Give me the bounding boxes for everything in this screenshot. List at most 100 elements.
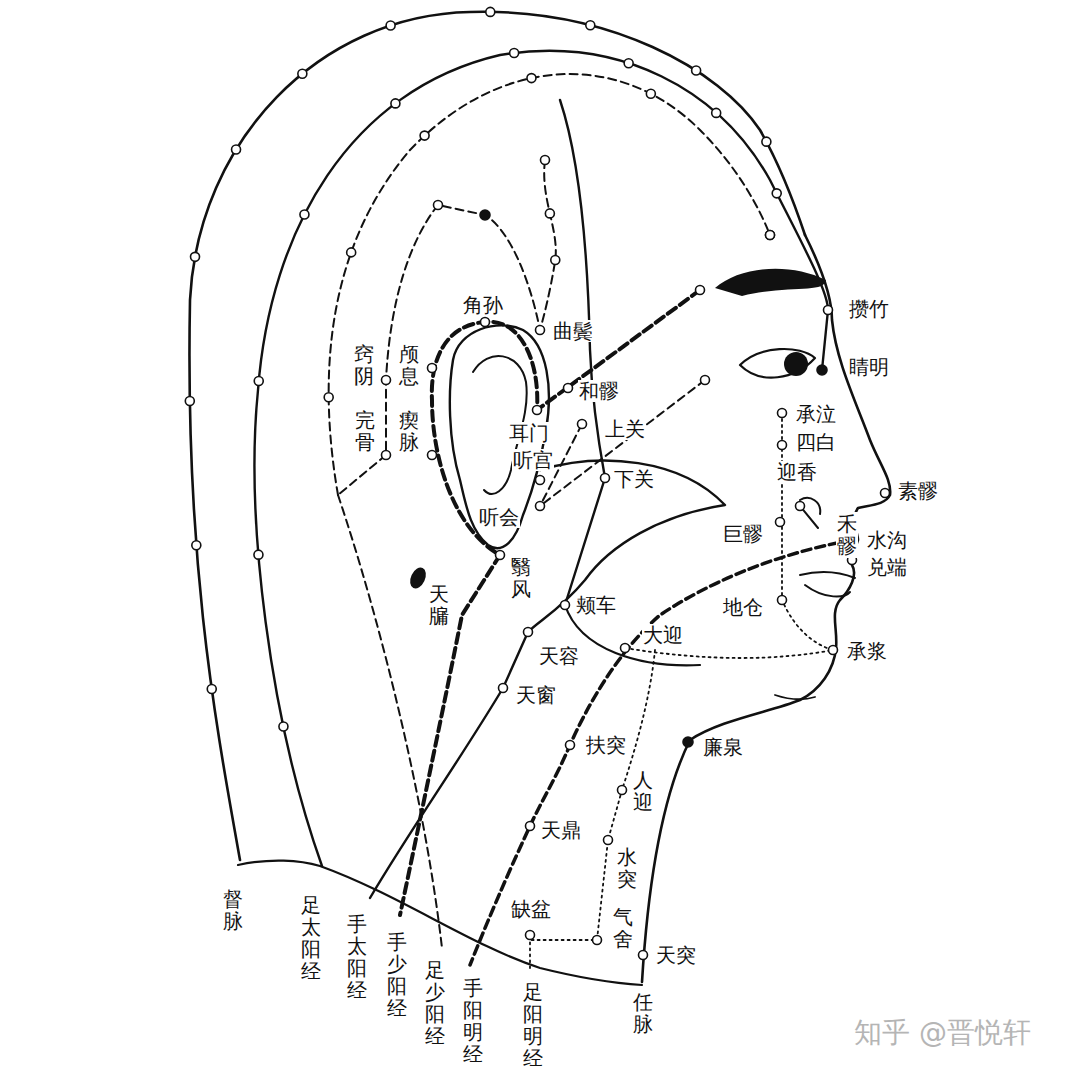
acupoint-label: 曲鬓 <box>552 320 594 342</box>
acupoint-dot <box>646 89 655 98</box>
acupoint-dot <box>536 502 545 511</box>
acupoint-label: 人迎 <box>632 768 654 814</box>
acupoint-dot <box>762 137 771 146</box>
meridian-name: 手阳明经 <box>462 976 484 1066</box>
acupoint-label-holder: 天容 <box>538 645 580 667</box>
acupoint-dot <box>382 376 391 385</box>
acupoint-label-holder: 曲鬓 <box>552 320 594 342</box>
acupoint-dot <box>817 365 827 375</box>
acupoint-label: 翳风 <box>510 555 532 601</box>
acupoint-dot <box>578 420 587 429</box>
acupoint-label-holder: 翳风 <box>510 555 532 601</box>
acupoint-dot <box>185 397 194 406</box>
acupoint-label: 迎香 <box>776 461 818 483</box>
acupoint-label: 天容 <box>538 645 580 667</box>
eye-outline <box>740 349 815 378</box>
meridian-name: 督脉 <box>222 887 244 933</box>
acupoint-dot <box>526 931 535 940</box>
acupoint-label-holder: 窍阴 <box>353 342 375 388</box>
acupoint-label: 四白 <box>795 431 837 453</box>
acupoint-dot <box>593 936 602 945</box>
acupoint-label-holder: 兑端 <box>866 556 908 578</box>
meridian-name-holder: 手阳明经 <box>462 976 484 1066</box>
meridian-name-holder: 足阳明经 <box>522 980 544 1070</box>
acupoint-label-holder: 听宫 <box>512 449 554 471</box>
meridian-name: 足太阳经 <box>300 893 322 983</box>
foot-shaoyang-line <box>329 74 770 495</box>
acupoint-dot <box>829 646 838 655</box>
acupoint-dot <box>536 326 545 335</box>
acupoint-label-holder: 攒竹 <box>848 298 890 320</box>
foot-yangming-line <box>560 100 605 605</box>
meridian-name-holder: 足少阳经 <box>424 958 446 1048</box>
acupoint-label-holder: 颅息 <box>398 342 420 388</box>
watermark-holder: 知乎 @晋悦轩 <box>853 1018 1032 1049</box>
acupoint-label: 耳门 <box>508 422 550 444</box>
acupoint-dot <box>533 406 542 415</box>
watermark: 知乎 @晋悦轩 <box>853 1018 1032 1049</box>
face-profile <box>642 235 890 982</box>
acupoint-label: 天牖 <box>428 582 450 628</box>
acupoint-dot <box>420 131 429 140</box>
acupoint-dot <box>881 489 890 498</box>
foot-shaoyang-line <box>338 160 556 495</box>
acupoint-dot <box>428 451 437 460</box>
acupoint-label-holder: 大迎 <box>642 624 684 646</box>
acupoint-label-holder: 天牖 <box>428 582 450 628</box>
acupoint-label-holder: 迎香 <box>776 461 818 483</box>
acupoint-label: 瘈脉 <box>398 408 420 454</box>
acupoint-dot <box>324 393 333 402</box>
acupoint-label: 攒竹 <box>848 298 890 320</box>
acupoint-label: 扶突 <box>585 734 627 756</box>
acupoint-dot <box>279 722 288 731</box>
hand-shaoyang-line <box>400 290 700 915</box>
acupoint-dot <box>696 286 705 295</box>
acupoint-dot <box>254 550 263 559</box>
acupoint-label-holder: 和髎 <box>578 380 620 402</box>
acupoint-label-holder: 缺盆 <box>510 898 552 920</box>
acupoint-label-holder: 水突 <box>616 845 638 891</box>
acupoint-dot <box>621 644 630 653</box>
acupoint-dots <box>185 7 889 959</box>
acupoint-label-holder: 听会 <box>478 506 520 528</box>
acupoint-label: 兑端 <box>866 556 908 578</box>
acupoint-label: 下关 <box>613 468 655 490</box>
acupoint-label-holder: 水沟 <box>866 529 908 551</box>
acupoint-dot <box>480 210 490 220</box>
acupoint-dot <box>601 474 610 483</box>
acupoint-dot <box>510 48 519 57</box>
acupoint-dot <box>526 822 535 831</box>
acupoint-dot <box>778 596 787 605</box>
acupoint-label: 水沟 <box>866 529 908 551</box>
acupoint-dot <box>712 108 721 117</box>
acupoint-dot <box>683 737 693 747</box>
acupoint-dot <box>824 306 833 315</box>
acupoint-label: 气舍 <box>612 905 634 951</box>
acupoint-label: 缺盆 <box>510 898 552 920</box>
acupoint-label: 承浆 <box>846 640 888 662</box>
acupoint-dot <box>298 69 307 78</box>
hand-taiyang-line <box>370 461 725 898</box>
meridian-name: 足阳明经 <box>522 980 544 1070</box>
acupoint-label: 角孙 <box>462 294 504 316</box>
acupoint-label: 完骨 <box>354 408 376 454</box>
acupoint-dot <box>499 684 508 693</box>
meridian-name: 手少阳经 <box>386 930 408 1020</box>
meridian-name-holder: 任脉 <box>632 990 654 1036</box>
acupoint-dot <box>701 376 710 385</box>
acupoint-label: 地仓 <box>722 596 764 618</box>
acupoint-dot <box>386 21 395 30</box>
acupoint-label: 和髎 <box>578 380 620 402</box>
chin-crease <box>775 695 815 699</box>
acupoint-label: 天突 <box>655 944 697 966</box>
acupoint-label-holder: 角孙 <box>462 294 504 316</box>
meridian-name: 足少阳经 <box>424 958 446 1048</box>
acupoint-label-holder: 上关 <box>604 418 646 440</box>
acupoint-label-holder: 完骨 <box>354 408 376 454</box>
acupoint-label-holder: 天鼎 <box>540 819 582 841</box>
acupoint-label-holder: 廉泉 <box>702 736 744 758</box>
acupoint-dot <box>778 409 787 418</box>
foot-shaoyang-line <box>338 495 442 948</box>
acupoint-dot <box>692 66 701 75</box>
